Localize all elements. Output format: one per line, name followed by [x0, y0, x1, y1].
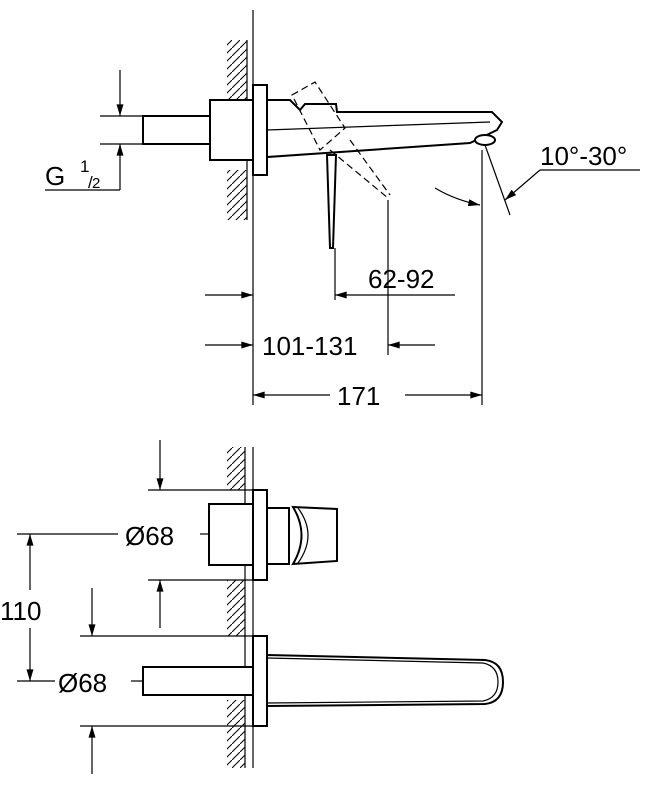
side-view: G 1 2 / 10°-30° 62-92 101-131 171 — [45, 10, 640, 411]
lower-wall-plate — [252, 635, 268, 727]
lower-diameter-label: Ø68 — [58, 668, 107, 698]
wall-hatch-lower — [227, 170, 247, 220]
lever-reach-dimension: 62-92 — [368, 264, 435, 294]
mounting-nut — [209, 99, 254, 161]
angle-label: 10°-30° — [540, 141, 627, 171]
thread-numerator: 1 — [80, 157, 89, 176]
wall-plate — [252, 84, 268, 176]
thread-label: G — [45, 161, 65, 191]
spout-front — [266, 653, 505, 708]
valve-body — [208, 503, 254, 566]
lever — [325, 154, 338, 249]
handle — [291, 505, 338, 566]
spout — [266, 99, 504, 159]
upper-wall-plate — [252, 489, 268, 581]
spacing-dimension: 110 — [0, 596, 41, 626]
front-view: Ø68 Ø68 110 — [0, 440, 505, 774]
thread-denominator: 2 — [92, 175, 100, 192]
spout-length-dimension: 171 — [337, 381, 380, 411]
upper-diameter-label: Ø68 — [125, 521, 174, 551]
aerator — [474, 134, 496, 146]
svg-text:/: / — [88, 173, 93, 192]
lever-alt-position — [291, 81, 389, 199]
lower-pipe — [142, 666, 254, 696]
projection-dimension: 101-131 — [262, 331, 357, 361]
